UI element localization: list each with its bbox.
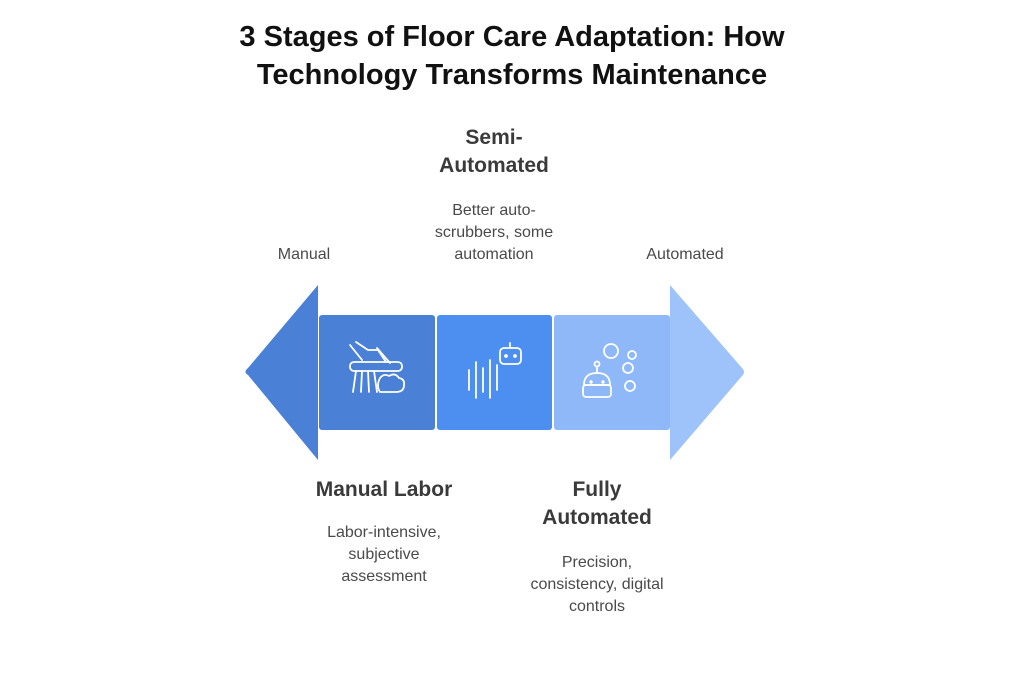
title-line-1: 3 Stages of Floor Care Adaptation: How — [239, 21, 785, 53]
robot-bubbles-icon — [582, 343, 637, 398]
stage-semi-automated-heading: Semi- Automated — [439, 126, 549, 177]
right-end-label: Automated — [646, 246, 724, 263]
robot-signal-icon — [468, 342, 522, 399]
stage-manual-labor-description: Labor-intensive, subjective assessment — [327, 524, 441, 585]
diagram-title: 3 Stages of Floor Care Adaptation: How T… — [0, 18, 1024, 94]
stage-box-semi-automated — [437, 315, 552, 430]
stage-manual-labor-heading: Manual Labor — [315, 478, 453, 501]
stage-semi-automated-description: Better auto- scrubbers, some automation — [434, 202, 554, 263]
title-line-2: Technology Transforms Maintenance — [256, 59, 768, 91]
right-arrowhead — [670, 285, 744, 460]
stage-fully-automated-description: Precision, consistency, digital controls — [530, 554, 664, 615]
stage-fully-automated-heading: Fully Automated — [542, 478, 652, 529]
stage-box-fully-automated — [554, 315, 670, 430]
stage-box-manual — [319, 315, 435, 430]
broom-cleaning-icon — [349, 341, 406, 393]
left-end-label: Manual — [277, 246, 331, 263]
left-arrowhead — [245, 285, 318, 460]
